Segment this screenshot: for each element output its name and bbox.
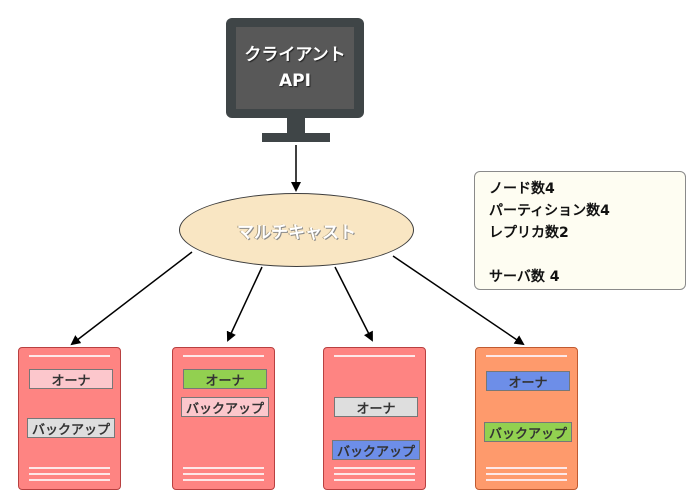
info-replica-count: レプリカ数2: [489, 225, 569, 241]
server-1-owner: オーナ: [29, 369, 113, 389]
server-3-owner: オーナ: [334, 397, 418, 417]
info-server-count: サーバ数 4: [489, 269, 560, 285]
arrow-multicast-to-server-4: [392, 255, 525, 346]
server-1-backup: バックアップ: [27, 418, 115, 438]
server-3-backup: バックアップ: [332, 440, 420, 460]
monitor-stand: [287, 117, 305, 135]
server-2: オーナ バックアップ: [172, 347, 275, 490]
client-label-line1: クライアント: [244, 45, 346, 65]
server-3: オーナ バックアップ: [323, 347, 426, 490]
server-2-owner: オーナ: [183, 369, 267, 389]
arrow-multicast-to-server-2: [226, 266, 263, 342]
client-label-line2: API: [279, 71, 311, 91]
arrow-multicast-to-server-3: [334, 266, 373, 342]
multicast-node: マルチキャスト: [179, 193, 414, 267]
info-partition-count: パーティション数4: [489, 203, 610, 219]
cluster-info-box: ノード数4 パーティション数4 レプリカ数2 サーバ数 4: [474, 171, 686, 290]
server-2-backup: バックアップ: [181, 397, 269, 417]
server-4: オーナ バックアップ: [475, 347, 578, 490]
server-1: オーナ バックアップ: [18, 347, 121, 490]
multicast-label: マルチキャスト: [237, 222, 356, 243]
server-4-backup: バックアップ: [484, 422, 572, 442]
client-screen: クライアント API: [236, 27, 354, 109]
info-node-count: ノード数4: [489, 181, 555, 197]
arrow-multicast-to-server-1: [70, 251, 193, 346]
server-4-owner: オーナ: [486, 371, 570, 391]
monitor-base: [262, 133, 330, 142]
